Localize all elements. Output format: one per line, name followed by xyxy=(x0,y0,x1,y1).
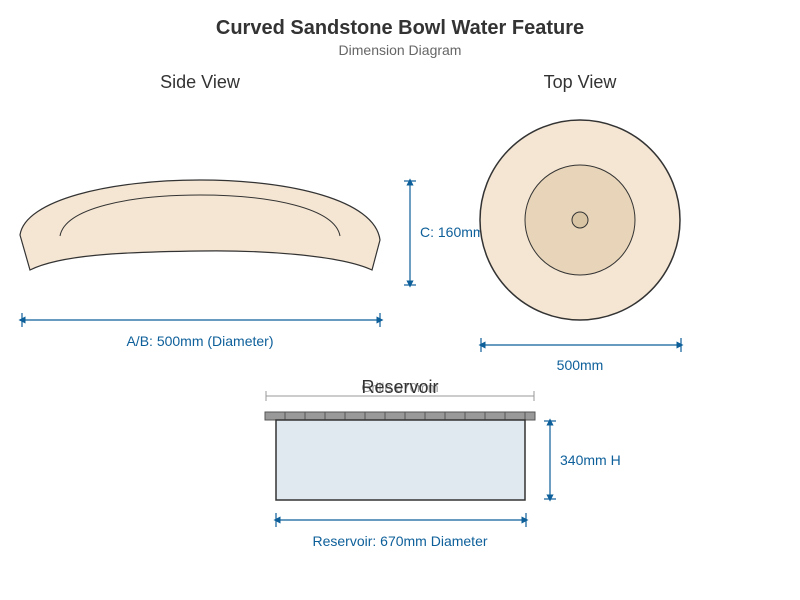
reservoir-height-label: 340mm H xyxy=(560,452,621,468)
diagram-title: Curved Sandstone Bowl Water Feature xyxy=(216,17,584,39)
grille-slats xyxy=(284,412,526,420)
side-view-bowl xyxy=(19,179,381,271)
top-view: Top View 500mm xyxy=(478,72,684,373)
side-view-width-label: A/B: 500mm (Diameter) xyxy=(126,333,273,349)
reservoir-tank xyxy=(275,419,526,501)
top-view-title: Top View xyxy=(544,72,618,92)
reservoir-view: Grille 670mm Reservoir 340mm H Reservoir… xyxy=(264,377,621,549)
diagram-subtitle: Dimension Diagram xyxy=(339,42,462,58)
grille-label: Grille 670mm xyxy=(361,380,438,395)
side-view-inner-rim xyxy=(59,194,341,237)
reservoir-title: Reservoir xyxy=(361,377,438,397)
top-view-width-label: 500mm xyxy=(557,357,604,373)
side-view-title: Side View xyxy=(160,72,241,92)
side-view-height-label: C: 160mm xyxy=(420,224,485,240)
reservoir-width-label: Reservoir: 670mm Diameter xyxy=(312,533,487,549)
side-view: Side View A/B: 500mm (Diameter) C: 160mm xyxy=(18,72,485,349)
top-view-spout xyxy=(571,211,589,229)
